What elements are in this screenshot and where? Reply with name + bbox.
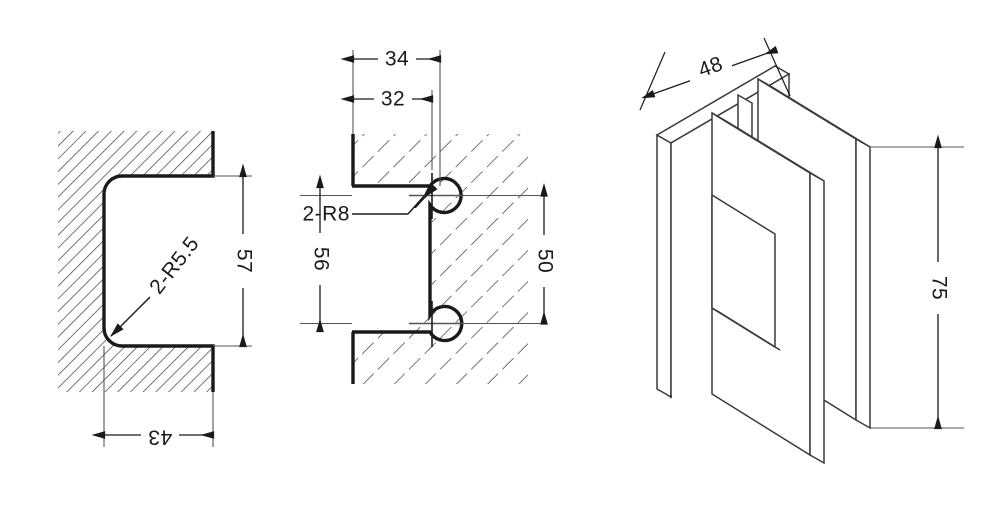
section-hatch-region bbox=[58, 131, 213, 392]
dimension-34-label: 34 bbox=[385, 48, 409, 71]
callout-2-R5-5: 2-R5.5 bbox=[110, 232, 204, 337]
dimension-56-label: 56 bbox=[309, 247, 332, 271]
dimension-75: 75 bbox=[926, 134, 950, 430]
dimension-57-label: 57 bbox=[232, 249, 255, 273]
dimension-50-label: 50 bbox=[533, 249, 556, 273]
view-side-section: 57 43 2-R5.5 bbox=[58, 131, 255, 448]
view-isometric: 48 75 bbox=[639, 37, 964, 465]
dimension-43: 43 bbox=[91, 423, 215, 448]
dimension-56: 56 bbox=[308, 174, 332, 333]
callout-2-R8: 2-R8 bbox=[302, 183, 438, 236]
clamp-pocket-lip bbox=[711, 307, 781, 351]
view-front-section: 34 32 56 50 bbox=[300, 47, 556, 384]
callout-2-R5-5-label: 2-R5.5 bbox=[145, 232, 204, 298]
wall-plate-left-edge bbox=[656, 133, 672, 399]
dimension-57: 57 bbox=[231, 163, 255, 348]
clamp-plate-near-side bbox=[809, 171, 825, 465]
dimension-75-label: 75 bbox=[927, 276, 950, 300]
dimension-48: 48 bbox=[639, 37, 791, 111]
front-hatch-region bbox=[352, 134, 528, 384]
dimension-34: 34 bbox=[340, 47, 442, 72]
dimension-43-label: 43 bbox=[148, 425, 172, 448]
front-profile-outline bbox=[352, 176, 464, 343]
dimension-32-label: 32 bbox=[381, 88, 405, 111]
clamp-plate-far-side bbox=[855, 137, 871, 430]
callout-2-R8-label: 2-R8 bbox=[302, 203, 350, 226]
profile-outline bbox=[102, 174, 215, 348]
dimension-32: 32 bbox=[340, 87, 434, 112]
dimension-50: 50 bbox=[532, 182, 556, 325]
